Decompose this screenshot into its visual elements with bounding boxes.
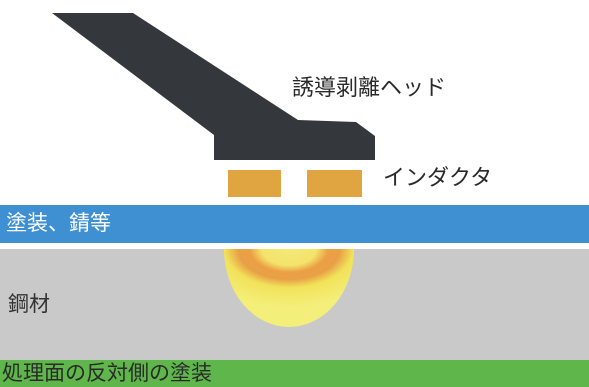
- coating-label: 塗装、錆等: [6, 211, 111, 235]
- backside-coating-label: 処理面の反対側の塗装: [2, 361, 212, 385]
- inductor-label: インダクタ: [383, 166, 493, 191]
- heat-zone: [224, 249, 354, 327]
- gap-line: [0, 243, 589, 249]
- induction-head: [52, 13, 375, 160]
- inductor-right: [307, 170, 362, 197]
- backside-coating-layer: [0, 360, 589, 387]
- head-label: 誘導剥離ヘッド: [292, 76, 447, 101]
- coating-layer: [0, 205, 589, 243]
- inductor-left: [228, 170, 281, 197]
- steel-label: 鋼材: [8, 292, 50, 316]
